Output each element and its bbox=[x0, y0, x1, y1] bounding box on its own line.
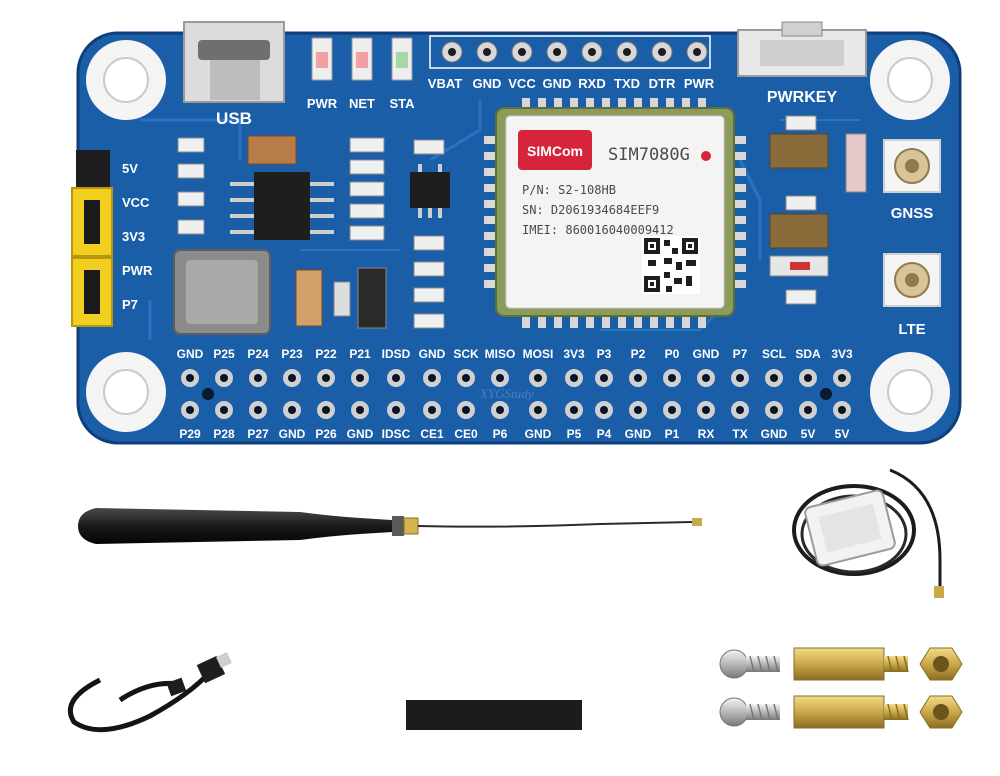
gpio-top-label: MOSI bbox=[523, 347, 554, 361]
gpio-top-label: P0 bbox=[665, 347, 680, 361]
gpio-top-label: GND bbox=[693, 347, 720, 361]
gpio-bottom-label: 5V bbox=[835, 427, 850, 441]
gnss-label: GNSS bbox=[891, 205, 934, 222]
gpio-bottom-label: P27 bbox=[247, 427, 269, 441]
sim7080g-module: SIMCom SIM7080G P/N: S2-108HB SN: D20619… bbox=[484, 98, 746, 328]
watermark: XYGStudy bbox=[479, 386, 534, 401]
led-label-pwr: PWR bbox=[307, 96, 338, 111]
gpio-top-label: P7 bbox=[733, 347, 748, 361]
gnss-ufl-connector bbox=[883, 139, 941, 193]
gpio-top-label: SDA bbox=[795, 347, 821, 361]
lte-antenna bbox=[78, 508, 702, 544]
module-sn: SN: D2061934684EEF9 bbox=[522, 203, 659, 217]
gpio-top-label: P3 bbox=[597, 347, 612, 361]
gpio-top-label: P22 bbox=[315, 347, 337, 361]
mount-hole-tr bbox=[870, 40, 950, 120]
qr-code bbox=[642, 236, 700, 294]
gpio-top-label: SCK bbox=[453, 347, 479, 361]
gpio-bottom-label: P26 bbox=[315, 427, 337, 441]
module-imei: IMEI: 860016040009412 bbox=[522, 223, 674, 237]
gpio-top-label: P2 bbox=[631, 347, 646, 361]
uart-label-rxd: RXD bbox=[578, 76, 605, 91]
pwrkey-switch bbox=[737, 21, 867, 77]
gpio-bottom-label: RX bbox=[698, 427, 715, 441]
usb-label: USB bbox=[216, 109, 252, 128]
mount-hole-tl bbox=[86, 40, 166, 120]
gpio-bottom-label: 5V bbox=[801, 427, 816, 441]
gpio-bottom-label: P6 bbox=[493, 427, 508, 441]
gpio-top-label: 3V3 bbox=[831, 347, 853, 361]
gpio-bottom-label: GND bbox=[525, 427, 552, 441]
usb-cable bbox=[67, 652, 232, 733]
gpio-top-label: SCL bbox=[762, 347, 786, 361]
module-brand: SIMCom bbox=[527, 143, 583, 159]
gpio-top-label: GND bbox=[177, 347, 204, 361]
gpio-bottom-label: TX bbox=[732, 427, 747, 441]
mounting-hardware bbox=[719, 647, 963, 729]
gpio-header-40pin bbox=[181, 369, 851, 419]
gpio-top-label: P24 bbox=[247, 347, 269, 361]
pwrkey-label: PWRKEY bbox=[767, 89, 838, 106]
uart-label-pwr: PWR bbox=[684, 76, 715, 91]
brass-nut bbox=[919, 695, 963, 729]
lte-label: LTE bbox=[898, 321, 925, 338]
gpio-top-label: P21 bbox=[349, 347, 371, 361]
gpio-bottom-label: P29 bbox=[179, 427, 201, 441]
module-model: SIM7080G bbox=[608, 145, 690, 165]
jumper-label-vcc: VCC bbox=[122, 195, 150, 210]
uart-label-gnd: GND bbox=[473, 76, 502, 91]
jumper-label-3v3: 3V3 bbox=[122, 229, 145, 244]
status-leds bbox=[311, 37, 413, 81]
mount-hole-bl bbox=[86, 352, 166, 432]
led-label-net: NET bbox=[349, 96, 375, 111]
gpio-bottom-label: IDSC bbox=[382, 427, 411, 441]
gps-antenna bbox=[792, 468, 944, 598]
gpio-top-label: GND bbox=[419, 347, 446, 361]
gpio-top-label: 3V3 bbox=[563, 347, 585, 361]
voltage-jumpers bbox=[71, 150, 113, 327]
screw bbox=[719, 649, 780, 679]
brass-standoff bbox=[793, 695, 909, 729]
uart-label-vcc: VCC bbox=[508, 76, 536, 91]
brass-standoff bbox=[793, 647, 909, 681]
gpio-bottom-label: P28 bbox=[213, 427, 235, 441]
hat-board: USB PWR NET STA VBAT GND bbox=[71, 21, 962, 445]
pin1-dot bbox=[701, 151, 711, 161]
gpio-top-label: P25 bbox=[213, 347, 235, 361]
jumper-label-pwr: PWR bbox=[122, 263, 153, 278]
gpio-top-label: P23 bbox=[281, 347, 303, 361]
gpio-top-label: MISO bbox=[485, 347, 516, 361]
smd-components bbox=[173, 115, 867, 335]
jumper-label-5v: 5V bbox=[122, 161, 138, 176]
gpio-bottom-label: P1 bbox=[665, 427, 680, 441]
uart-label-gnd2: GND bbox=[543, 76, 572, 91]
gpio-bottom-label: P5 bbox=[567, 427, 582, 441]
gpio-bottom-label: CE1 bbox=[420, 427, 444, 441]
mount-hole-br bbox=[870, 352, 950, 432]
gpio-top-label: IDSD bbox=[382, 347, 411, 361]
pin-header-strip bbox=[406, 664, 582, 730]
brass-nut bbox=[919, 647, 963, 681]
gpio-bottom-label: GND bbox=[625, 427, 652, 441]
module-pn: P/N: S2-108HB bbox=[522, 183, 616, 197]
gpio-bottom-label: GND bbox=[347, 427, 374, 441]
gpio-bottom-label: CE0 bbox=[454, 427, 478, 441]
simcom-logo: SIMCom bbox=[518, 130, 592, 170]
jumper-label-p7: P7 bbox=[122, 297, 138, 312]
uart-label-dtr: DTR bbox=[649, 76, 676, 91]
uart-header bbox=[429, 35, 711, 69]
led-label-sta: STA bbox=[389, 96, 415, 111]
uart-label-txd: TXD bbox=[614, 76, 640, 91]
screw bbox=[719, 697, 780, 727]
gpio-bottom-label: P4 bbox=[597, 427, 612, 441]
uart-label-vbat: VBAT bbox=[428, 76, 462, 91]
lte-ufl-connector bbox=[883, 253, 941, 307]
gpio-bottom-label: GND bbox=[279, 427, 306, 441]
micro-usb-port bbox=[183, 21, 285, 103]
gpio-bottom-label: GND bbox=[761, 427, 788, 441]
